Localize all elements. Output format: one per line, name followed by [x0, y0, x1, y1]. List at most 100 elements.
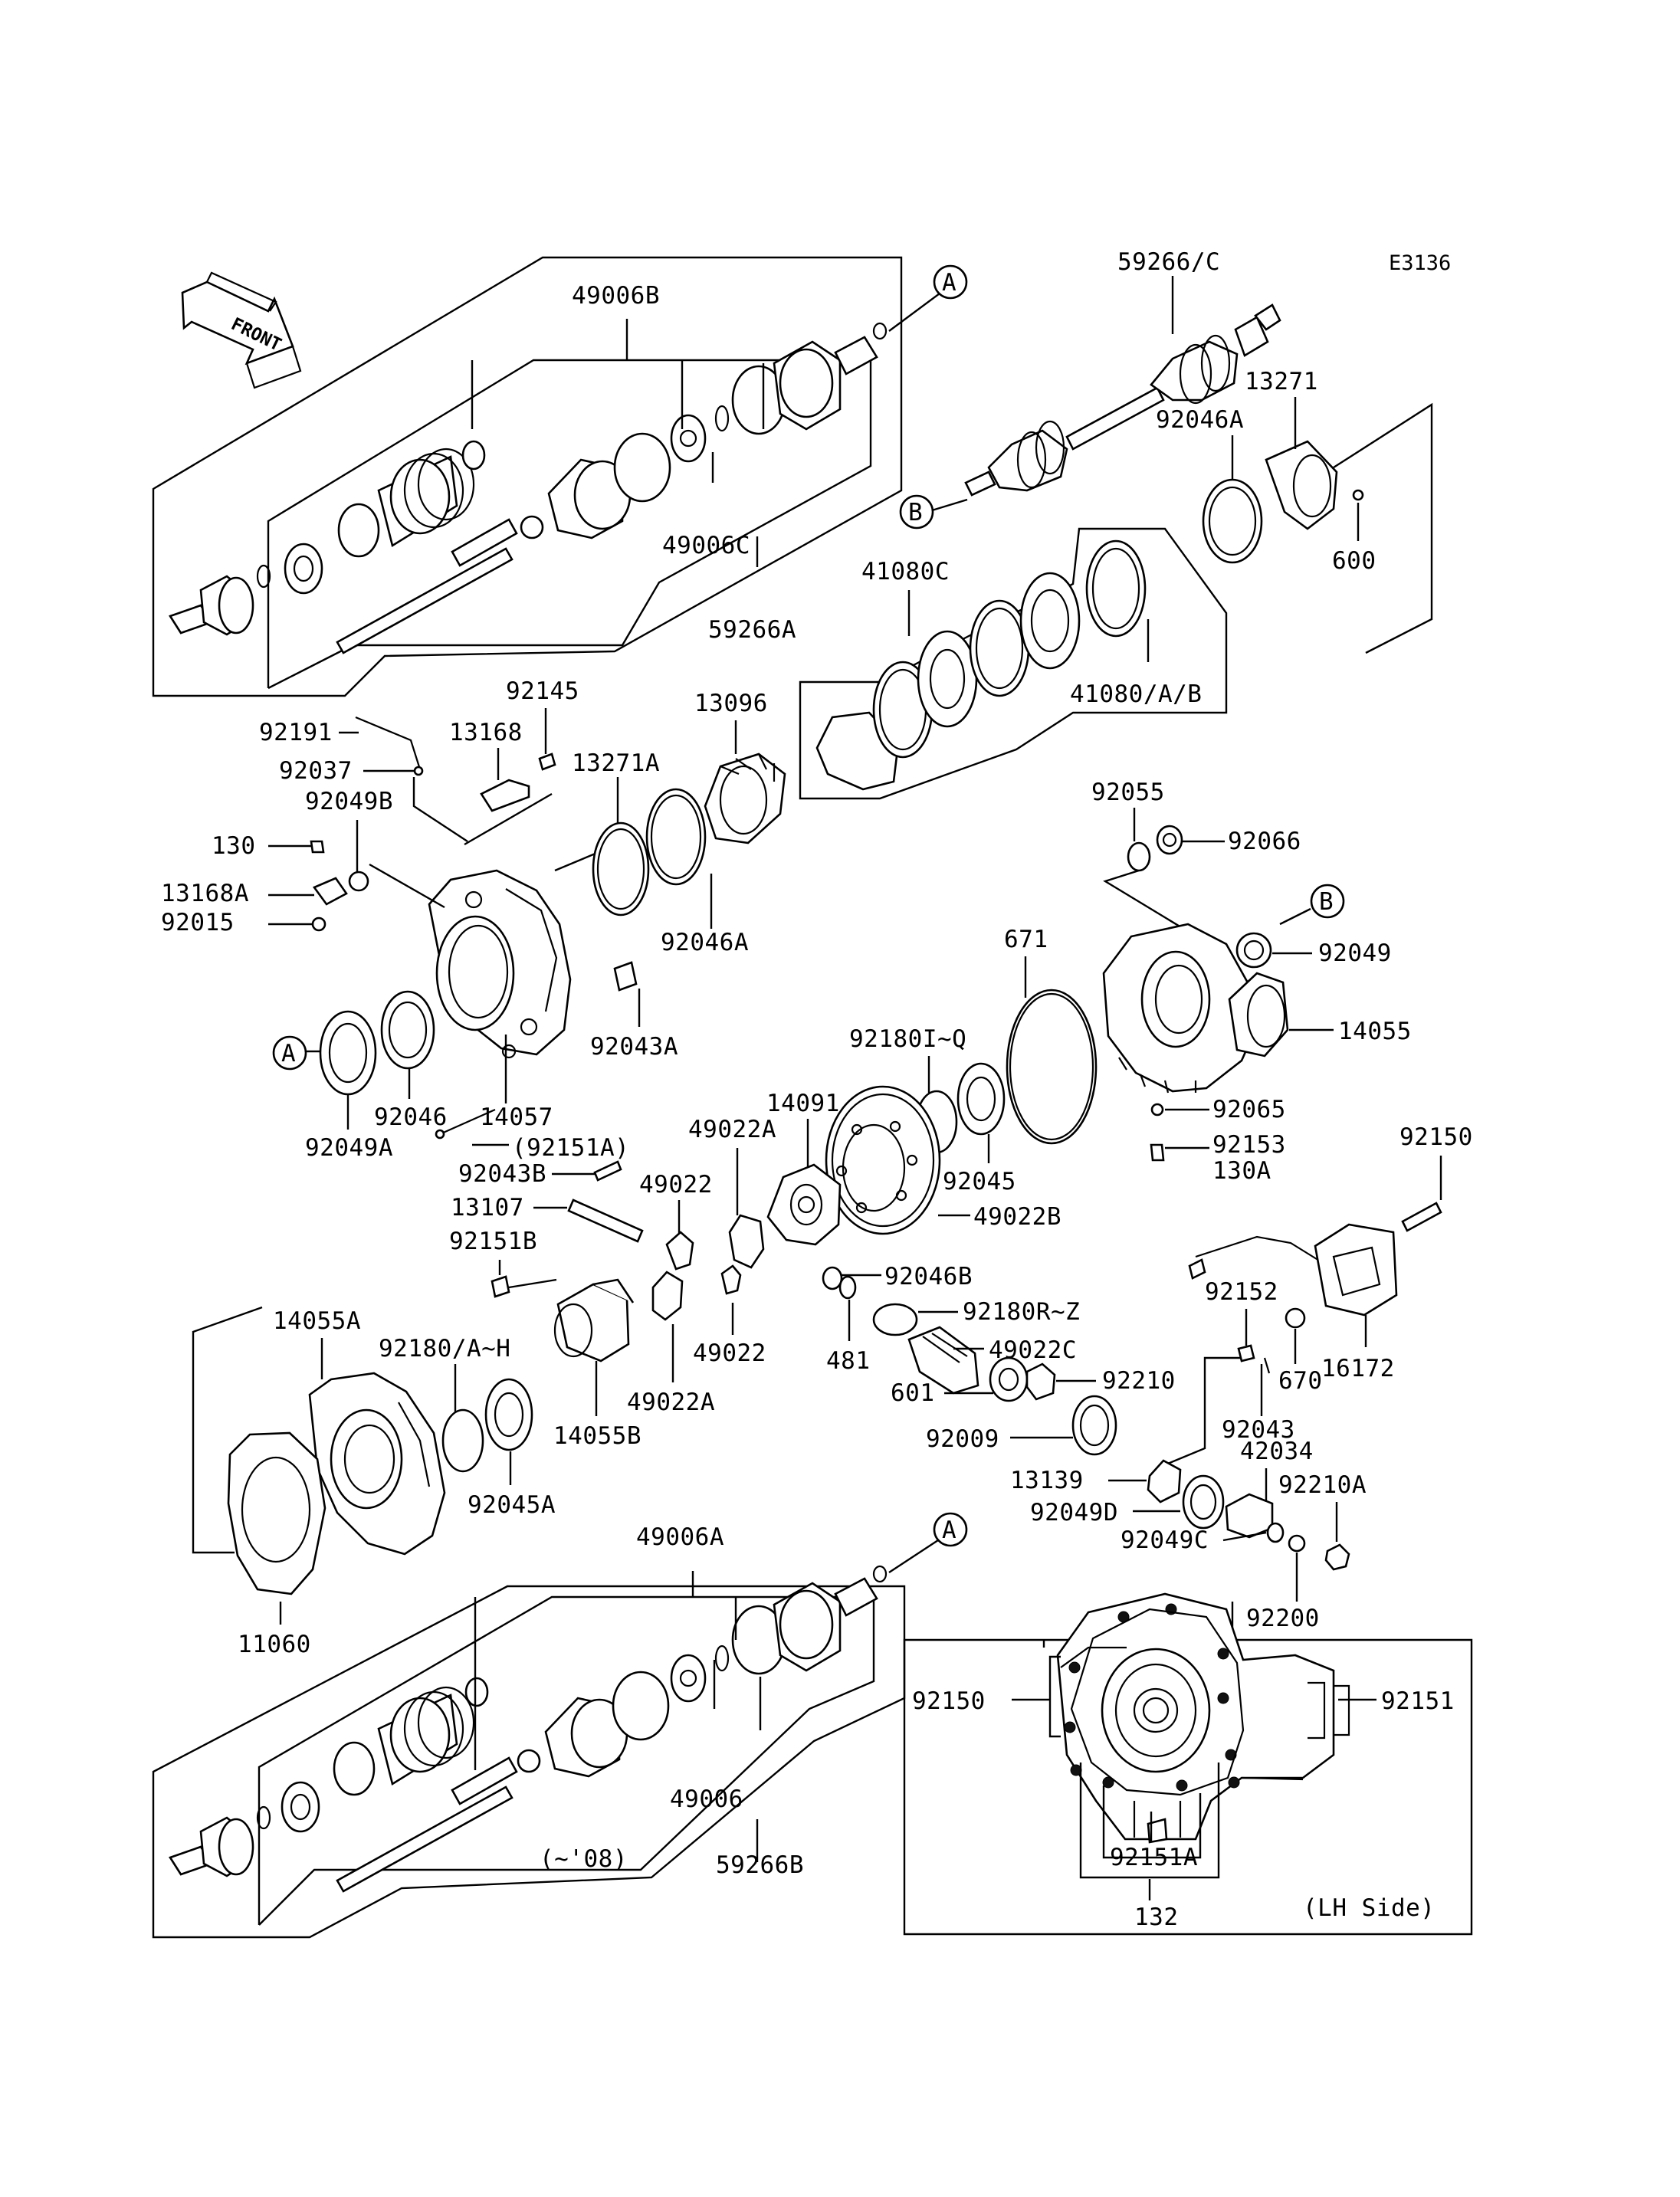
ring-gear-49022B	[825, 1085, 941, 1235]
housing-14055A	[308, 1372, 446, 1556]
label-92150-top: 92150	[1399, 1123, 1473, 1151]
label-92046A-top: 92046A	[1156, 406, 1244, 434]
seal-and-ring-top-right	[1202, 440, 1364, 564]
label-14055B: 14055B	[553, 1422, 641, 1450]
clutch-hub-13096	[704, 753, 786, 844]
label-92150-bot: 92150	[912, 1687, 986, 1715]
label-42034: 42034	[1240, 1438, 1314, 1465]
bearing-601	[989, 1356, 1029, 1402]
label-670: 670	[1278, 1367, 1323, 1395]
nut-92210	[1025, 1362, 1056, 1401]
label-481: 481	[826, 1347, 871, 1375]
lh-side-inset	[903, 1592, 1473, 1936]
label-59266A: 59266A	[708, 616, 796, 644]
pinion-gear-49022-bot	[720, 1264, 742, 1295]
shim-92180AH	[441, 1408, 484, 1473]
ref-marker-b-top	[899, 494, 934, 530]
label-92151: 92151	[1381, 1687, 1455, 1715]
label-11060: 11060	[238, 1631, 311, 1658]
label-92049: 92049	[1318, 939, 1392, 967]
rear-shaft-59266C	[964, 303, 1281, 497]
label-600: 600	[1332, 547, 1376, 575]
label-92210A: 92210A	[1278, 1471, 1367, 1499]
lh-side-label: (LH Side)	[1303, 1894, 1435, 1922]
label-13271A: 13271A	[572, 749, 660, 777]
label-49022B: 49022B	[973, 1203, 1061, 1231]
label-92015: 92015	[161, 909, 235, 936]
label-13271: 13271	[1245, 368, 1318, 395]
nut-92066	[1156, 825, 1183, 855]
label-13107: 13107	[451, 1194, 524, 1221]
label-13168A: 13168A	[161, 880, 249, 907]
label-59266C: 59266/C	[1117, 248, 1220, 276]
cover-14057	[428, 869, 572, 1059]
sleeve-14055B	[553, 1278, 635, 1362]
seal-92009	[1071, 1395, 1117, 1456]
label-92043: 92043	[1222, 1416, 1295, 1444]
shim-92180RZ	[872, 1303, 918, 1336]
washer-92049C	[1266, 1522, 1285, 1543]
seal-92049D	[1182, 1474, 1225, 1530]
label-92049B: 92049B	[305, 788, 393, 815]
gasket-13271A	[592, 821, 650, 917]
label-49006: 49006	[670, 1785, 743, 1813]
label-92180RZ: 92180R~Z	[963, 1298, 1080, 1326]
label-130A: 130A	[1212, 1157, 1271, 1185]
label-92066: 92066	[1228, 828, 1301, 855]
label-92009: 92009	[926, 1425, 999, 1453]
front-arrow-icon: FRONT	[181, 271, 302, 389]
ref-marker-b-label: B	[908, 499, 923, 526]
label-14055: 14055	[1338, 1018, 1412, 1045]
label-13139: 13139	[1010, 1467, 1084, 1494]
label-49006C: 49006C	[662, 532, 750, 559]
ref-marker-a-top	[933, 264, 968, 300]
label-49022-top: 49022	[639, 1171, 713, 1199]
pinion-gear-49022	[665, 1231, 694, 1271]
label-92210: 92210	[1102, 1367, 1176, 1395]
seal-92049	[1235, 932, 1272, 969]
label-92180IQ: 92180I~Q	[849, 1025, 966, 1053]
ref-marker-b-mid	[1310, 884, 1345, 919]
label-59266B: 59266B	[716, 1851, 804, 1879]
label-92046: 92046	[374, 1103, 448, 1131]
actuator-16172	[1188, 1223, 1398, 1317]
label-13096: 13096	[694, 690, 768, 717]
label-41080C: 41080C	[861, 558, 950, 585]
pinion-shaft-13107	[567, 1199, 644, 1243]
ref-marker-a-mid-label: A	[281, 1040, 296, 1067]
nut-92210A	[1324, 1543, 1350, 1571]
front-shaft-assembly-top	[152, 256, 903, 697]
label-13168: 13168	[449, 719, 523, 746]
gasket-11060	[227, 1431, 326, 1595]
bearing-92045	[956, 1062, 1006, 1136]
label-92037: 92037	[279, 757, 353, 785]
side-gear-49022A-bot	[651, 1271, 684, 1321]
sleeve-13139	[1147, 1459, 1182, 1503]
label-92151B: 92151B	[449, 1228, 537, 1255]
label-92055: 92055	[1091, 779, 1165, 806]
shim-92046B	[822, 1266, 843, 1290]
circlip-92055	[1127, 841, 1151, 872]
label-92045A: 92045A	[468, 1491, 556, 1519]
ref-marker-a-bot	[933, 1512, 968, 1547]
diff-case-14091	[766, 1163, 842, 1246]
o-ring-670	[1285, 1307, 1306, 1329]
dowel-92043A	[613, 961, 638, 992]
label-92049D: 92049D	[1030, 1499, 1118, 1526]
label-601: 601	[891, 1379, 935, 1407]
diagram-code: E3136	[1389, 251, 1451, 275]
note-model-year: (~'08)	[540, 1845, 628, 1873]
label-92151A-bot: 92151A	[1110, 1844, 1198, 1871]
label-41080AB: 41080/A/B	[1070, 680, 1202, 708]
label-49006A: 49006A	[636, 1523, 724, 1551]
side-gear-49022A-top	[728, 1214, 765, 1269]
label-14091: 14091	[766, 1090, 840, 1117]
label-92145: 92145	[506, 677, 579, 705]
label-132: 132	[1134, 1904, 1179, 1931]
o-ring-671	[1006, 989, 1098, 1145]
clutch-plates-41080	[799, 527, 1228, 800]
label-92200: 92200	[1246, 1605, 1320, 1632]
label-130: 130	[212, 832, 256, 860]
ref-marker-b-mid-label: B	[1319, 888, 1334, 916]
